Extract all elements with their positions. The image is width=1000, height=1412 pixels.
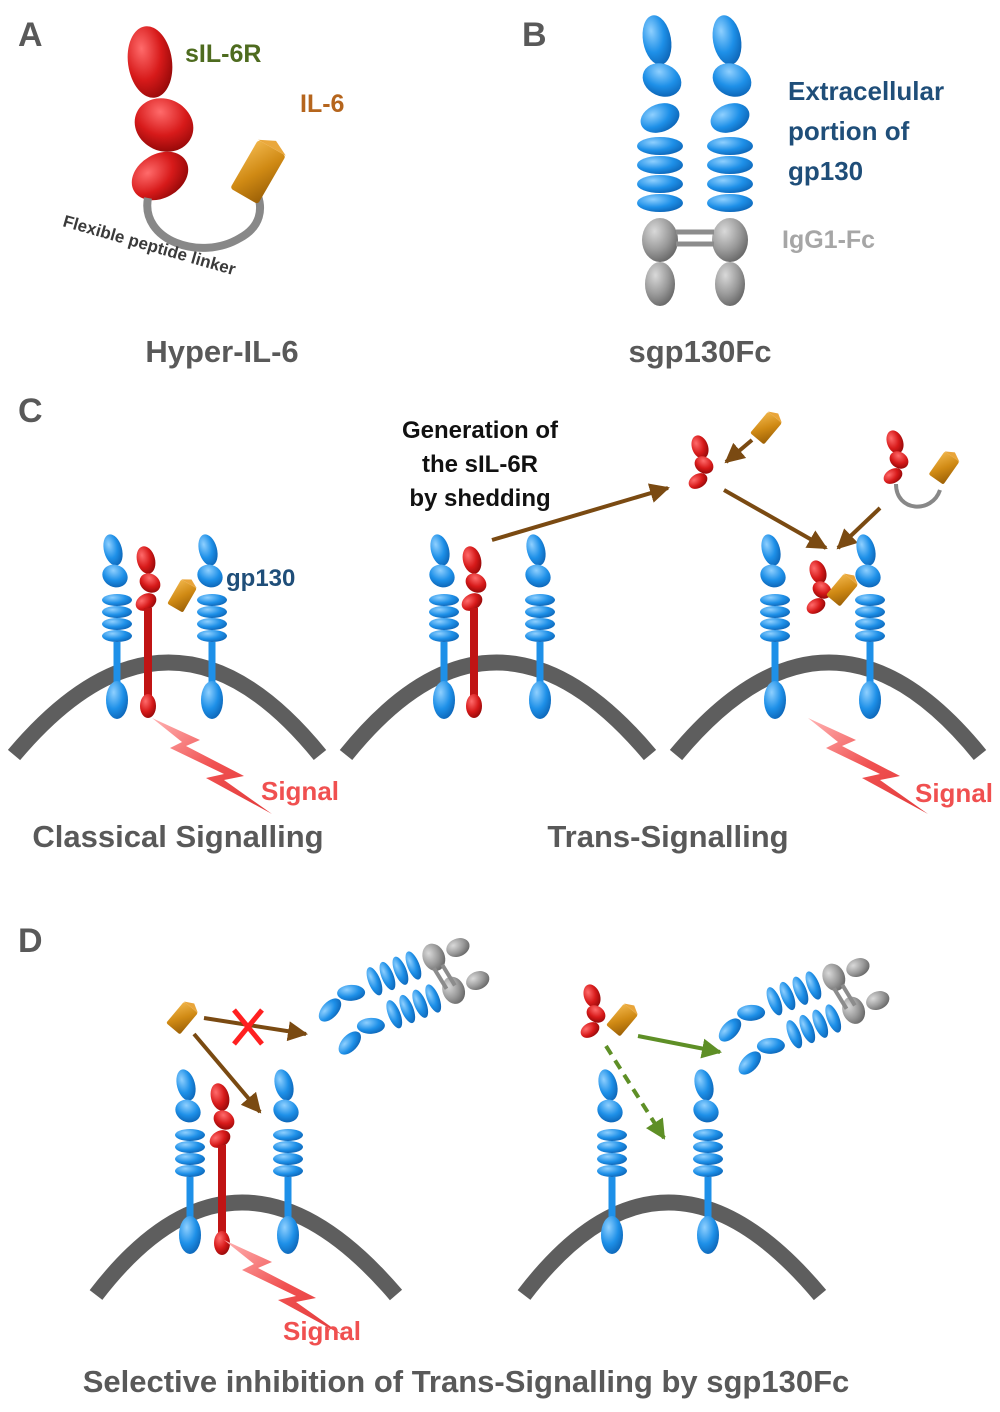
sgp130fc-molecule [637,15,753,306]
sil6r-label: sIL-6R [185,40,261,68]
panel-letter-c: C [18,392,43,430]
gp130-extracellular-label-line-2: portion of [788,116,910,146]
soluble-il6r [685,432,717,493]
cross-mark [232,1008,264,1046]
classical-signalling-caption: Classical Signalling [32,819,323,854]
sil6r-domain-2 [134,98,194,152]
il6-ligand-bound-to-sil6r [606,999,642,1037]
blocked-arrow [203,1016,308,1042]
sgp130fc-caption: sgp130Fc [628,334,771,369]
membrane-il6r [458,544,491,718]
soluble-il6r-bound [803,557,835,618]
signal-label-classical: Signal [261,776,339,806]
il6-ligand [231,139,286,204]
cell-inhibited [517,944,900,1301]
sgp130fc-inhibitor [303,924,500,1066]
sgp130fc-inhibitor [703,944,900,1086]
panel-letter-a: A [18,16,43,54]
cell-il6-only [89,924,500,1336]
hyper-il6-caption: Hyper-IL-6 [145,334,298,369]
signal-label-d: Signal [283,1316,361,1346]
sgp130-chain-left [637,15,683,212]
gp130-extracellular-label-line-3: gp130 [788,156,863,186]
il6-ligand-bound [167,575,200,613]
gp130-extracellular-label-line-1: Extracellular [788,76,944,106]
shedding-label-line-2: the sIL-6R [422,451,538,478]
cell-classical [7,532,327,814]
hyper-il6-small [880,427,963,509]
peptide-linker [143,194,264,252]
complex-arrow-1 [723,488,828,550]
cell-shedding [339,532,657,761]
gp130-receptor [521,532,555,719]
gp130-receptor [425,532,459,719]
panel-letter-d: D [18,922,43,960]
binding-arrow [724,438,754,464]
shedding-label-line-3: by shedding [409,485,550,512]
cell-membrane-1 [7,654,327,761]
cell-trans [669,532,987,814]
gp130-receptor [851,532,885,719]
membrane-il6r [132,544,165,718]
membrane-il6r [206,1081,239,1255]
gp130-receptor [269,1067,303,1254]
panel-d: D Signal [18,922,900,1399]
trans-signalling-caption: Trans-Signalling [547,819,788,854]
cell-membrane-4 [89,1194,403,1301]
shedding-arrow [491,483,670,542]
signal-label-trans: Signal [915,778,993,808]
panel-letter-b: B [522,16,547,54]
il6-ligand-free [750,407,786,445]
gp130-receptor [98,532,132,719]
panel-c: C gp130 Signal Classical Signalling Gene… [7,392,993,854]
gp130-receptor [193,532,227,719]
il6-to-receptor-arrow [192,1032,262,1114]
capture-arrow [637,1034,722,1059]
selective-inhibition-caption: Selective inhibition of Trans-Signalling… [83,1364,850,1399]
complex-arrow-2 [836,506,882,550]
igg1-fc-label: IgG1-Fc [782,226,875,254]
panel-a: A sIL-6R IL-6 Flexible peptide linker Hy… [18,16,344,369]
hyper-il6-molecule [127,26,286,252]
sil6r-domain-1 [127,26,173,98]
gp130-receptor [756,532,790,719]
panel-b: B [522,15,944,369]
signal-bolt [152,718,272,814]
shedding-label-line-1: Generation of [402,417,559,444]
gp130-receptor [689,1067,723,1254]
blocked-dashed-arrow [604,1044,666,1140]
sil6r-domain-3 [131,151,189,201]
igg1-fc-domains [642,218,748,306]
gp130-label: gp130 [226,565,295,592]
il6-ligand-free [166,997,202,1035]
il6-label: IL-6 [300,90,344,118]
sgp130-chain-right [707,15,753,212]
soluble-il6r [577,981,609,1042]
cell-membrane-5 [517,1194,827,1301]
signal-bolt [808,718,928,814]
cell-membrane-2 [339,654,657,761]
cell-membrane-3 [669,654,987,761]
